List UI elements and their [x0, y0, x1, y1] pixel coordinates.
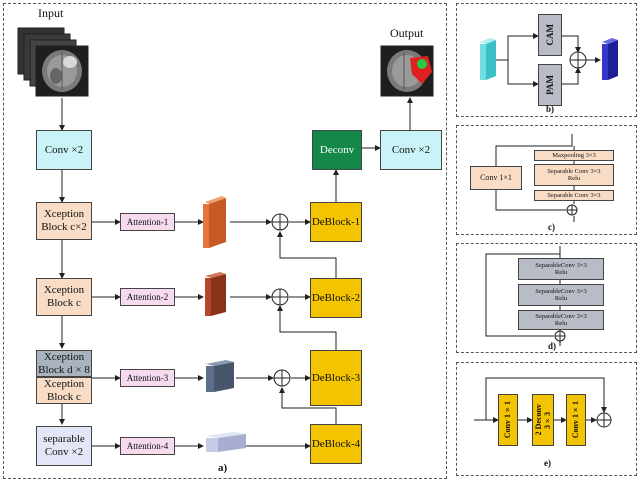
input-label: Input: [38, 6, 64, 20]
attention-3: Attention-3: [120, 369, 175, 387]
xception-block-2-line2: Block c: [47, 297, 81, 309]
panel-d-b2-line2: Relu: [554, 295, 568, 302]
separable-conv-line1: separable: [43, 433, 85, 446]
feature-map-2: [205, 272, 226, 316]
panel-e-caption: e): [544, 458, 551, 468]
xception-block-3b-line2: Block c: [47, 390, 81, 403]
conv-right-block: Conv ×2: [380, 130, 442, 170]
xception-block-3a-line2: Block d × 8: [38, 363, 90, 376]
panel-b-input-cube: [480, 38, 496, 80]
panel-d-caption: d): [548, 341, 557, 351]
output-label: Output: [390, 26, 424, 40]
deblock-3: DeBlock-3: [310, 350, 362, 406]
panel-c-sepconv: Separable Conv 3×3: [534, 190, 614, 201]
attention-4: Attention-4: [120, 437, 175, 455]
panel-c-caption: c): [548, 222, 555, 232]
attention-1: Attention-1: [120, 213, 175, 231]
panel-c-sep1-line1: Separable Conv 3×3: [547, 167, 601, 175]
panel-c-sepconv-relu: Separable Conv 3×3 Relu: [534, 164, 614, 186]
panel-d-block-2: SeparableConv 3×3 Relu: [518, 284, 604, 306]
panel-b: [456, 3, 637, 117]
output-mri: [380, 45, 434, 97]
xception-block-1-line1: Xception: [43, 208, 85, 221]
pam-block: PAM: [538, 64, 562, 106]
panel-e-deconv-line1: 2 Deconv: [533, 404, 543, 436]
panel-d-b1-line1: SeparableConv 3×3: [535, 261, 587, 269]
panel-e: [456, 362, 637, 476]
panel-a-caption: a): [218, 462, 228, 474]
xception-block-3a-line1: Xception: [43, 350, 85, 363]
panel-d-b1-line2: Relu: [554, 269, 568, 276]
panel-b-output-cube: [602, 38, 618, 80]
panel-d: [456, 243, 637, 353]
xception-block-1: Xception Block c×2: [36, 202, 92, 240]
xception-block-2: Xception Block c: [36, 278, 92, 316]
panel-d-b2-line1: SeparableConv 3×3: [535, 287, 587, 295]
panel-c-conv: Conv 1×1: [470, 166, 522, 190]
panel-c-maxpool: Maxpooling 3×3: [534, 150, 614, 161]
feature-map-3: [206, 360, 234, 392]
feature-map-4: [206, 432, 246, 452]
panel-d-b3-line2: Relu: [554, 320, 568, 327]
panel-d-block-3: SeparableConv 3×3 Relu: [518, 310, 604, 330]
xception-block-3b: Xception Block c: [36, 377, 92, 404]
panel-b-caption: b): [546, 104, 555, 114]
panel-e-deconv: 2 Deconv 3×3: [532, 394, 554, 446]
feature-map-1: [203, 196, 226, 248]
separable-conv-line2: Conv ×2: [44, 446, 84, 458]
deblock-2: DeBlock-2: [310, 278, 362, 318]
panel-d-b3-line1: SeparableConv 3×3: [535, 312, 587, 320]
xception-block-3a: Xception Block d × 8: [36, 350, 92, 377]
panel-e-conv-1: Conv 1×1: [498, 394, 518, 446]
panel-c-sep1-line2: Relu: [567, 175, 581, 182]
deblock-4: DeBlock-4: [310, 424, 362, 464]
xception-block-3b-line1: Xception: [43, 377, 85, 390]
panel-e-conv-2-label: Conv 1×1: [571, 401, 581, 439]
separable-conv-block: separable Conv ×2: [36, 426, 92, 466]
xception-block-1-line2: Block c×2: [41, 221, 87, 233]
cam-block: CAM: [538, 14, 562, 56]
deconv-block: Deconv: [312, 130, 362, 170]
conv-left-block: Conv ×2: [36, 130, 92, 170]
panel-c: [456, 125, 637, 235]
panel-e-conv-1-label: Conv 1×1: [503, 401, 513, 439]
deblock-1: DeBlock-1: [310, 202, 362, 242]
panel-e-conv-2: Conv 1×1: [566, 394, 586, 446]
xception-block-2-line1: Xception: [43, 284, 85, 297]
input-mri-stack: [17, 27, 89, 97]
panel-a: [3, 3, 447, 479]
panel-e-deconv-line2: 3×3: [543, 411, 552, 429]
panel-d-block-1: SeparableConv 3×3 Relu: [518, 258, 604, 280]
attention-2: Attention-2: [120, 288, 175, 306]
